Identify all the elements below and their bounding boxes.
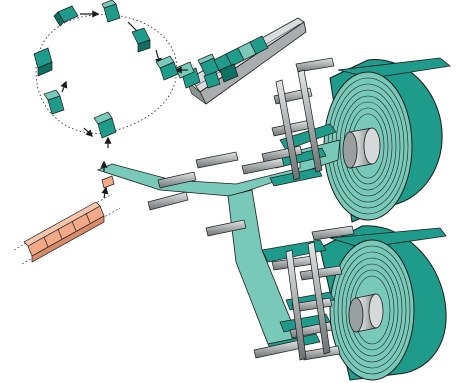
flow-arrow-icon: [84, 128, 92, 136]
guide-roller-icon: [242, 158, 284, 174]
carton-icon: [132, 28, 150, 52]
carton-icon: [94, 112, 116, 138]
top-film-reel: [324, 58, 450, 222]
film-web-upper: [98, 140, 340, 196]
carton-icon: [54, 6, 78, 26]
carton-icon: [102, 0, 120, 22]
flow-arrow-icon: [62, 82, 66, 92]
bottom-film-reel: [320, 226, 446, 380]
flow-arrow-icon: [104, 188, 106, 198]
guide-roller-icon: [302, 346, 340, 360]
guide-roller-icon: [148, 192, 188, 210]
guide-roller-icon: [296, 58, 334, 72]
carton-icon: [44, 90, 64, 114]
guide-roller-icon: [196, 152, 238, 168]
carton-icon: [34, 48, 52, 76]
carton-forming-cycle: [34, 0, 188, 172]
product-stack-icon: [14, 176, 120, 264]
